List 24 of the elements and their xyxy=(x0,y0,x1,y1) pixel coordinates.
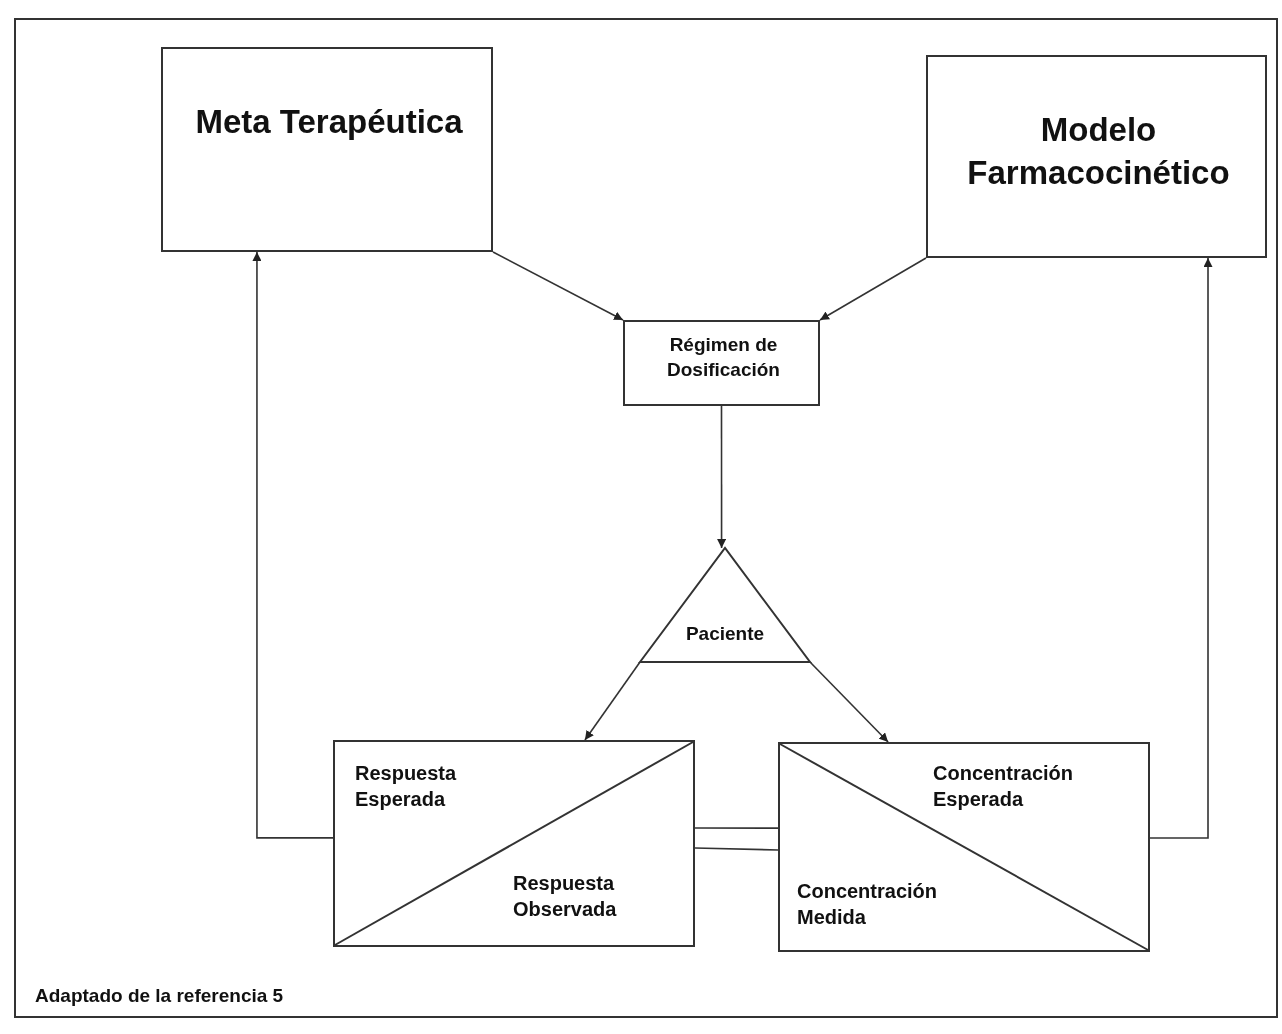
arrow xyxy=(584,661,641,741)
arrow xyxy=(717,405,727,549)
process-box xyxy=(161,47,493,252)
box-label: Régimen de Dosificación xyxy=(666,333,781,382)
arrow xyxy=(1149,257,1213,839)
box-label: Modelo Farmacocinético xyxy=(966,110,1231,193)
box-label: Concentración Esperada xyxy=(933,761,1075,812)
arrow xyxy=(809,661,889,743)
process-box xyxy=(333,740,695,947)
arrow xyxy=(819,257,927,321)
process-box xyxy=(623,320,820,406)
connector-line xyxy=(694,827,779,829)
box-label: Respuesta Esperada xyxy=(355,761,458,812)
process-box xyxy=(778,742,1150,952)
box-label: Respuesta Observada xyxy=(513,871,618,922)
arrow xyxy=(492,251,624,321)
box-label: Meta Terapéutica xyxy=(194,102,464,142)
caption: Adaptado de la referencia 5 xyxy=(35,985,284,1007)
box-label: Concentración Medida xyxy=(797,879,939,930)
box-label: Paciente xyxy=(684,622,766,646)
process-box xyxy=(926,55,1267,258)
arrow xyxy=(252,251,334,839)
connector-line xyxy=(694,847,779,851)
patient-triangle xyxy=(640,548,810,662)
